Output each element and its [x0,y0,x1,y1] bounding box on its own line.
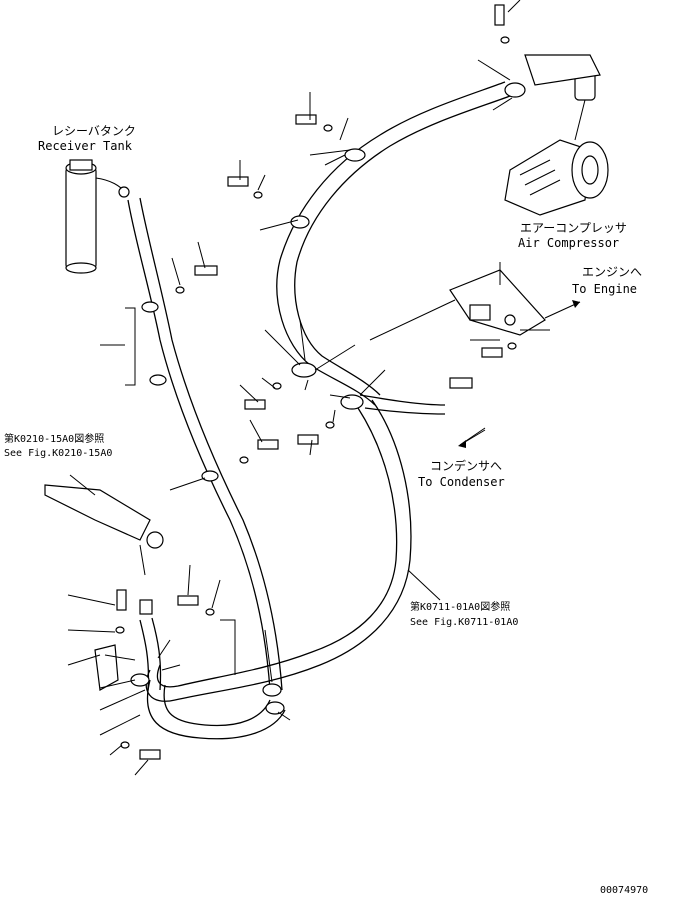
hose-clamps [130,82,526,715]
air-compressor [504,54,609,216]
ref2-label-en: See Fig.K0711-01A0 [410,617,518,628]
hose-main [276,81,511,406]
receiver-tank [65,159,130,274]
drawing-number: 00074970 [600,885,648,896]
hose-bottom [146,679,286,740]
arrow-to-condenser [458,429,486,448]
engine-bracket [449,269,550,336]
hose-lower-loop [145,399,412,702]
arrow-to-engine [544,300,581,319]
to-condenser-label-en: To Condenser [418,475,505,489]
ref1-label-jp: 第K0210-15A0図参照 [4,432,104,445]
bolts [115,4,517,760]
to-condenser-label-jp: コンデンサへ [430,458,502,473]
to-engine-label-jp: エンジンへ [582,265,642,279]
ref1-label-en: See Fig.K0210-15A0 [4,448,112,459]
air-compressor-label-en: Air Compressor [518,236,619,250]
ref2-label-jp: 第K0711-01A0図参照 [410,600,510,613]
receiver-tank-label-en: Receiver Tank [38,139,133,153]
hose-to-condenser [359,394,446,415]
air-compressor-label-jp: エアーコンプレッサ [520,221,627,235]
evaporator-fitting [44,484,164,615]
receiver-tank-label-jp: レシーバタンク [52,124,136,138]
left-bracket [94,644,136,691]
hose-receiver-line [127,197,283,691]
to-engine-label-en: To Engine [572,282,637,296]
